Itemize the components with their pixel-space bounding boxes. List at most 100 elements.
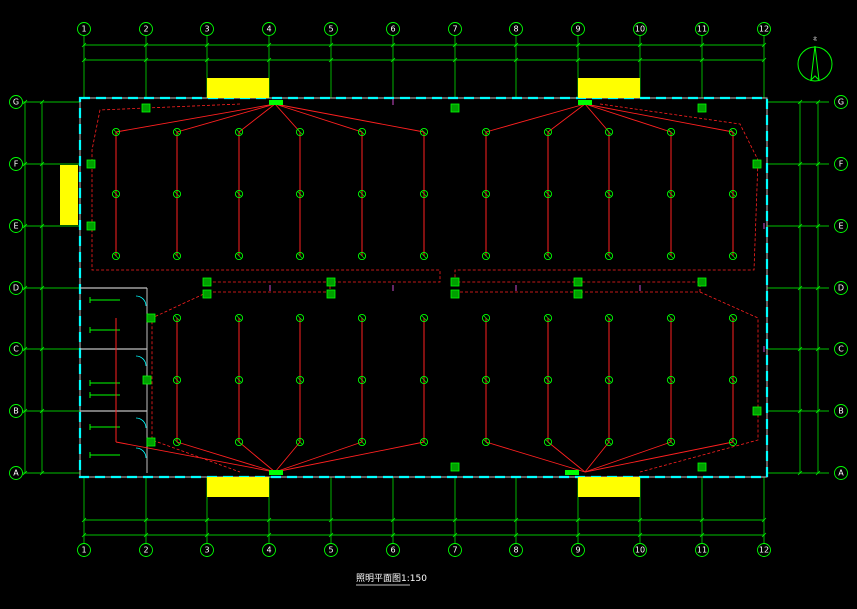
door-swing (135, 355, 147, 367)
axis-label-9: 9 (575, 25, 580, 34)
lamp-cross (297, 439, 303, 445)
lamp-cross (113, 253, 119, 259)
lamp-fixture (295, 127, 305, 137)
lamp-fixture (295, 437, 305, 447)
door-opening (60, 165, 78, 225)
lamp-fixture (728, 251, 738, 261)
lamp-cross (668, 439, 674, 445)
axis-bubble-12 (757, 22, 771, 36)
lamp-cross (297, 191, 303, 197)
lamp-fixture (172, 313, 182, 323)
lamp-fixture (357, 375, 367, 385)
feeder-wire (584, 441, 734, 473)
exit-sign-box (146, 437, 156, 447)
lamp-cross (545, 439, 551, 445)
lamp-cross (359, 439, 365, 445)
lamp-fixture (481, 313, 491, 323)
door-opening (207, 78, 269, 98)
lamp-cross (359, 129, 365, 135)
axis-bubble-4 (262, 543, 276, 557)
lamp-fixture (666, 189, 676, 199)
lamp-cross (421, 377, 427, 383)
axis-bubble-4 (262, 22, 276, 36)
lamp-cross (359, 253, 365, 259)
feeder-wire (115, 103, 276, 133)
axis-bubble-7 (448, 543, 462, 557)
feeder-wire (176, 441, 276, 473)
lamp-cross (236, 253, 242, 259)
lamp-fixture (357, 437, 367, 447)
lamp-fixture (234, 127, 244, 137)
axis-bubble-6 (386, 22, 400, 36)
lamp-cross (668, 315, 674, 321)
axis-bubble-10 (633, 543, 647, 557)
lamp-fixture (419, 189, 429, 199)
lamp-fixture (543, 313, 553, 323)
axis-bubble-D (9, 281, 23, 295)
door-swing (135, 447, 147, 459)
axis-bubble-2 (139, 22, 153, 36)
exit-sign-box (141, 103, 151, 113)
axis-label-8: 8 (513, 25, 518, 34)
feeder-wire (274, 441, 425, 473)
axis-bubble-B (9, 404, 23, 418)
feeder-wire (547, 103, 586, 133)
axis-bubble-12 (757, 543, 771, 557)
lamp-fixture (357, 313, 367, 323)
lamp-cross (730, 377, 736, 383)
axis-bubble-6 (386, 543, 400, 557)
axis-label-7: 7 (452, 546, 457, 555)
lamp-cross (545, 315, 551, 321)
lamp-cross (236, 191, 242, 197)
lamp-cross (297, 315, 303, 321)
axis-label-10: 10 (635, 25, 645, 34)
exit-sign-box (326, 277, 336, 287)
lamp-fixture (604, 375, 614, 385)
axis-label-G: G (838, 98, 844, 107)
light-fixtures (86, 99, 765, 475)
exit-sign-box (697, 462, 707, 472)
lamp-fixture (543, 127, 553, 137)
feeder-wire (176, 103, 276, 133)
feeder-wire (238, 441, 276, 473)
north-label: 北 (813, 35, 817, 41)
exit-sign-box (697, 103, 707, 113)
lamp-fixture (728, 127, 738, 137)
exit-sign-box (202, 277, 212, 287)
lamp-cross (606, 315, 612, 321)
lamp-cross (483, 253, 489, 259)
emergency-circuit (639, 291, 759, 473)
lamp-fixture (666, 375, 676, 385)
lamp-fixture (111, 189, 121, 199)
lamp-cross (421, 129, 427, 135)
lamp-fixture (543, 375, 553, 385)
emergency-circuit (454, 103, 759, 283)
lamp-fixture (357, 127, 367, 137)
feeder-wire (485, 103, 586, 133)
lamp-fixture (728, 375, 738, 385)
feeder-wire (274, 103, 363, 133)
lamp-cross (545, 129, 551, 135)
axis-bubble-9 (571, 543, 585, 557)
axis-bubble-A (9, 466, 23, 480)
axis-label-10: 10 (635, 546, 645, 555)
lamp-cross (730, 129, 736, 135)
exit-sign-box (697, 277, 707, 287)
distribution-panel (565, 470, 579, 475)
axis-label-A: A (838, 469, 844, 478)
lamp-fixture (604, 189, 614, 199)
lamp-fixture (419, 313, 429, 323)
lamp-cross (421, 191, 427, 197)
lamp-fixture (604, 313, 614, 323)
lamp-fixture (543, 437, 553, 447)
axis-label-D: D (838, 284, 844, 293)
lamp-fixture (666, 251, 676, 261)
lamp-fixture (295, 251, 305, 261)
lamp-fixture (172, 437, 182, 447)
lamp-fixture (111, 127, 121, 137)
lamp-cross (606, 191, 612, 197)
lamp-fixture (172, 375, 182, 385)
exit-sign-box (573, 277, 583, 287)
lamp-cross (236, 315, 242, 321)
